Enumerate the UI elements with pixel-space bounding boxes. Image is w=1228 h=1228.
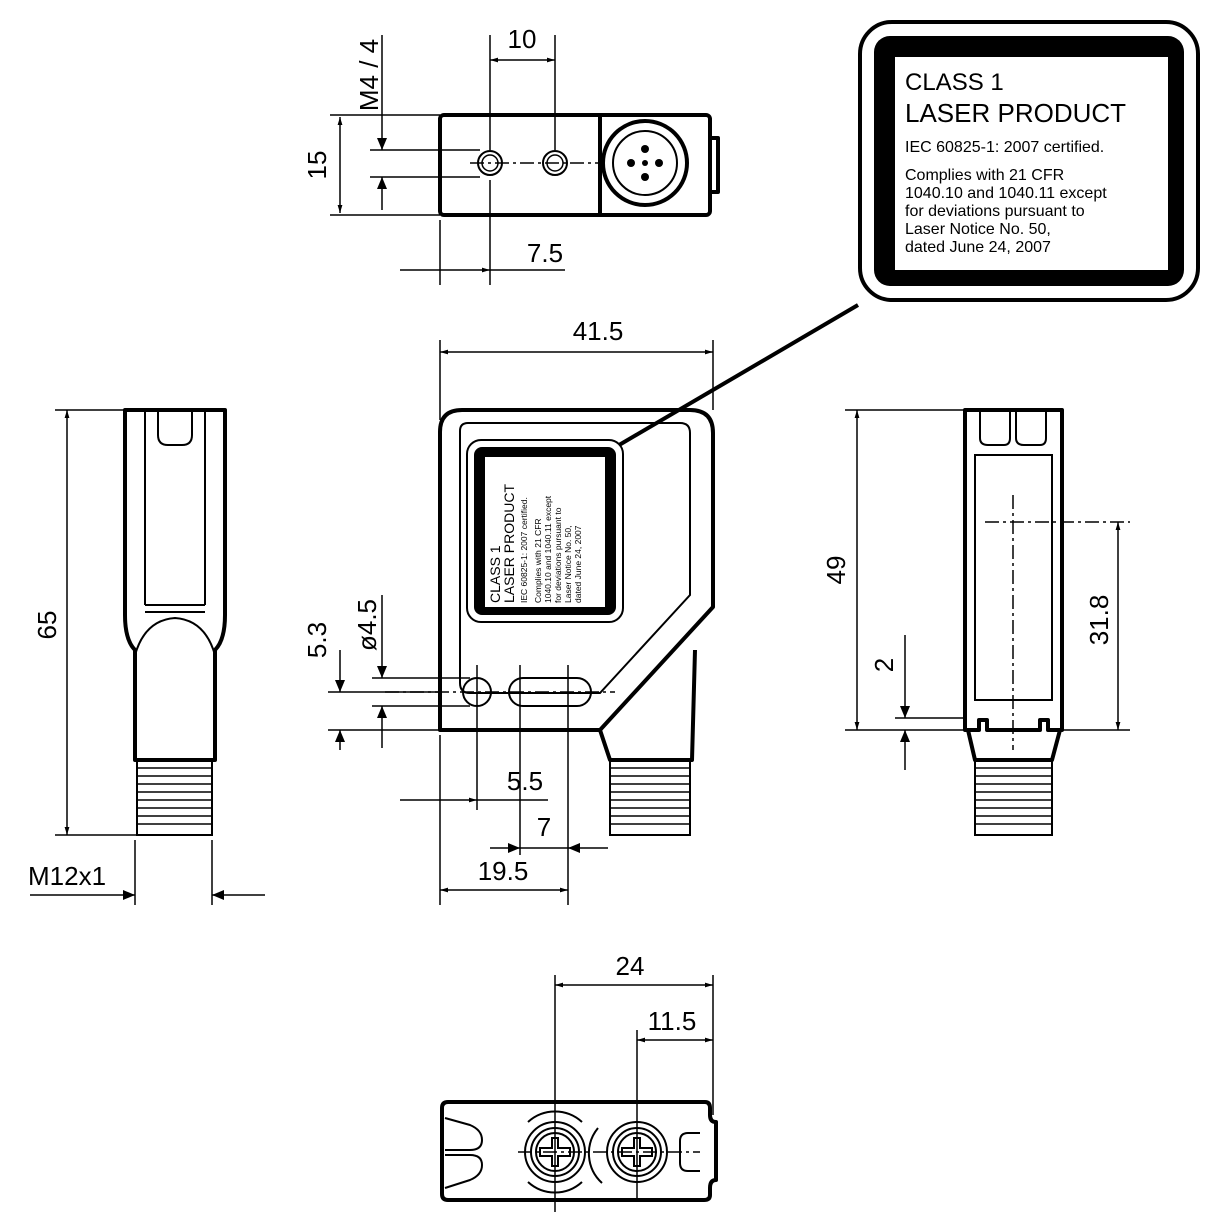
label-iec: IEC 60825-1: 2007 certified. xyxy=(905,139,1104,156)
connector-thread xyxy=(609,759,691,836)
dim-width: 41.5 xyxy=(573,316,624,346)
label-date: dated June 24, 2007 xyxy=(905,239,1051,256)
dim-optic-offset: 11.5 xyxy=(648,1006,697,1036)
bottom-view: 24 11.5 xyxy=(440,951,718,1212)
front-label-date: dated June 24, 2007 xyxy=(573,525,583,603)
dim-hole-offset: 5.3 xyxy=(302,622,332,658)
laser-label-callout: CLASS 1 LASER PRODUCT IEC 60825-1: 2007 … xyxy=(612,20,1200,450)
front-label-product: LASER PRODUCT xyxy=(501,484,517,603)
label-notice: Laser Notice No. 50, xyxy=(905,221,1051,238)
dim-top-offset: 7.5 xyxy=(527,238,563,268)
label-cfr2: 1040.10 and 1040.11 except xyxy=(905,185,1107,202)
dim-top-height: 15 xyxy=(302,151,332,180)
dim-height: 65 xyxy=(32,611,62,640)
front-label-notice: Laser Notice No. 50, xyxy=(563,526,573,603)
front-label-iec: IEC 60825-1: 2007 certified. xyxy=(519,497,529,603)
front-label-cfr: Complies with 21 CFR xyxy=(533,518,543,603)
dim-top-hole-spacing: 10 xyxy=(508,24,537,54)
label-class: CLASS 1 xyxy=(905,69,1004,96)
dim-hole-diameter: ø4.5 xyxy=(352,599,382,651)
dim-side-bottom: 2 xyxy=(869,658,899,672)
front-label-class: CLASS 1 xyxy=(487,545,503,603)
front-view: CLASS 1 LASER PRODUCT IEC 60825-1: 2007 … xyxy=(302,316,715,905)
front-label-deviations: for deviations pursuant to xyxy=(553,507,563,603)
label-cfr: Complies with 21 CFR xyxy=(905,167,1064,184)
top-view: 10 15 M4 / 4 7.5 xyxy=(302,24,720,285)
label-deviations: for deviations pursuant to xyxy=(905,203,1085,220)
dim-connector-thread: M12x1 xyxy=(28,861,106,891)
label-product: LASER PRODUCT xyxy=(905,98,1126,128)
dim-hole-x: 5.5 xyxy=(507,766,543,796)
dim-thread: M4 / 4 xyxy=(354,39,384,111)
dim-slot-length: 7 xyxy=(537,812,551,842)
right-side-view: 49 2 31.8 xyxy=(821,408,1130,836)
dim-depth: 24 xyxy=(616,951,645,981)
dim-side-height: 49 xyxy=(821,556,851,585)
front-label-cfr2: 1040.10 and 1040.11 except xyxy=(543,495,553,603)
left-side-view: 65 M12x1 xyxy=(28,408,265,905)
connector-icon xyxy=(601,119,689,207)
dim-optic-height: 31.8 xyxy=(1084,595,1114,646)
dim-slot-end: 19.5 xyxy=(478,856,529,886)
